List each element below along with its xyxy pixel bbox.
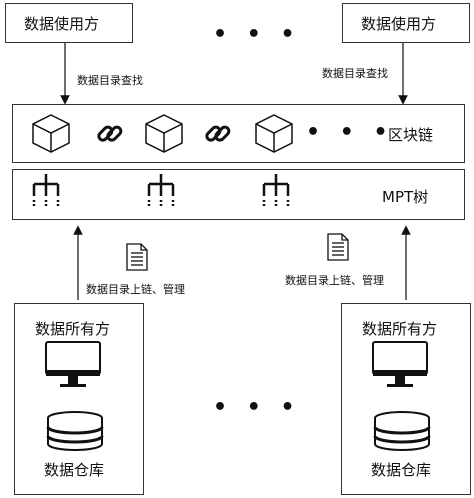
document-icon xyxy=(126,243,148,271)
tree-node-icon xyxy=(147,174,175,206)
blockchain-layer xyxy=(12,104,465,163)
document-icon xyxy=(327,233,349,261)
upload-label-right: 数据目录上链、管理 xyxy=(285,274,384,287)
upload-label-left: 数据目录上链、管理 xyxy=(86,283,185,296)
data-user-label-left: 数据使用方 xyxy=(24,15,100,33)
monitor-icon xyxy=(372,341,428,387)
data-owner-label-right: 数据所有方 xyxy=(362,320,438,338)
data-owner-label-left: 数据所有方 xyxy=(35,320,111,338)
block-cube-icon xyxy=(255,114,293,153)
tree-node-icon xyxy=(262,174,290,206)
chain-link-icon xyxy=(205,125,231,142)
data-user-label-right: 数据使用方 xyxy=(361,15,437,33)
database-icon xyxy=(46,411,104,451)
data-owner-box-right xyxy=(341,303,471,495)
database-icon xyxy=(373,411,431,451)
mpt-layer xyxy=(12,169,465,220)
mpt-label: MPT树 xyxy=(382,188,429,206)
data-user-box-left xyxy=(5,3,133,43)
tree-node-icon xyxy=(32,174,60,206)
block-cube-icon xyxy=(32,114,70,153)
chain-link-icon xyxy=(97,125,123,142)
data-user-box-right xyxy=(342,3,470,43)
block-cube-icon xyxy=(145,114,183,153)
warehouse-label-right: 数据仓库 xyxy=(371,461,432,479)
data-owner-box-left xyxy=(14,303,144,495)
blockchain-label: 区块链 xyxy=(388,126,434,144)
warehouse-label-left: 数据仓库 xyxy=(44,461,105,479)
monitor-icon xyxy=(45,341,101,387)
query-label-right: 数据目录查找 xyxy=(322,67,388,80)
query-label-left: 数据目录查找 xyxy=(77,74,143,87)
